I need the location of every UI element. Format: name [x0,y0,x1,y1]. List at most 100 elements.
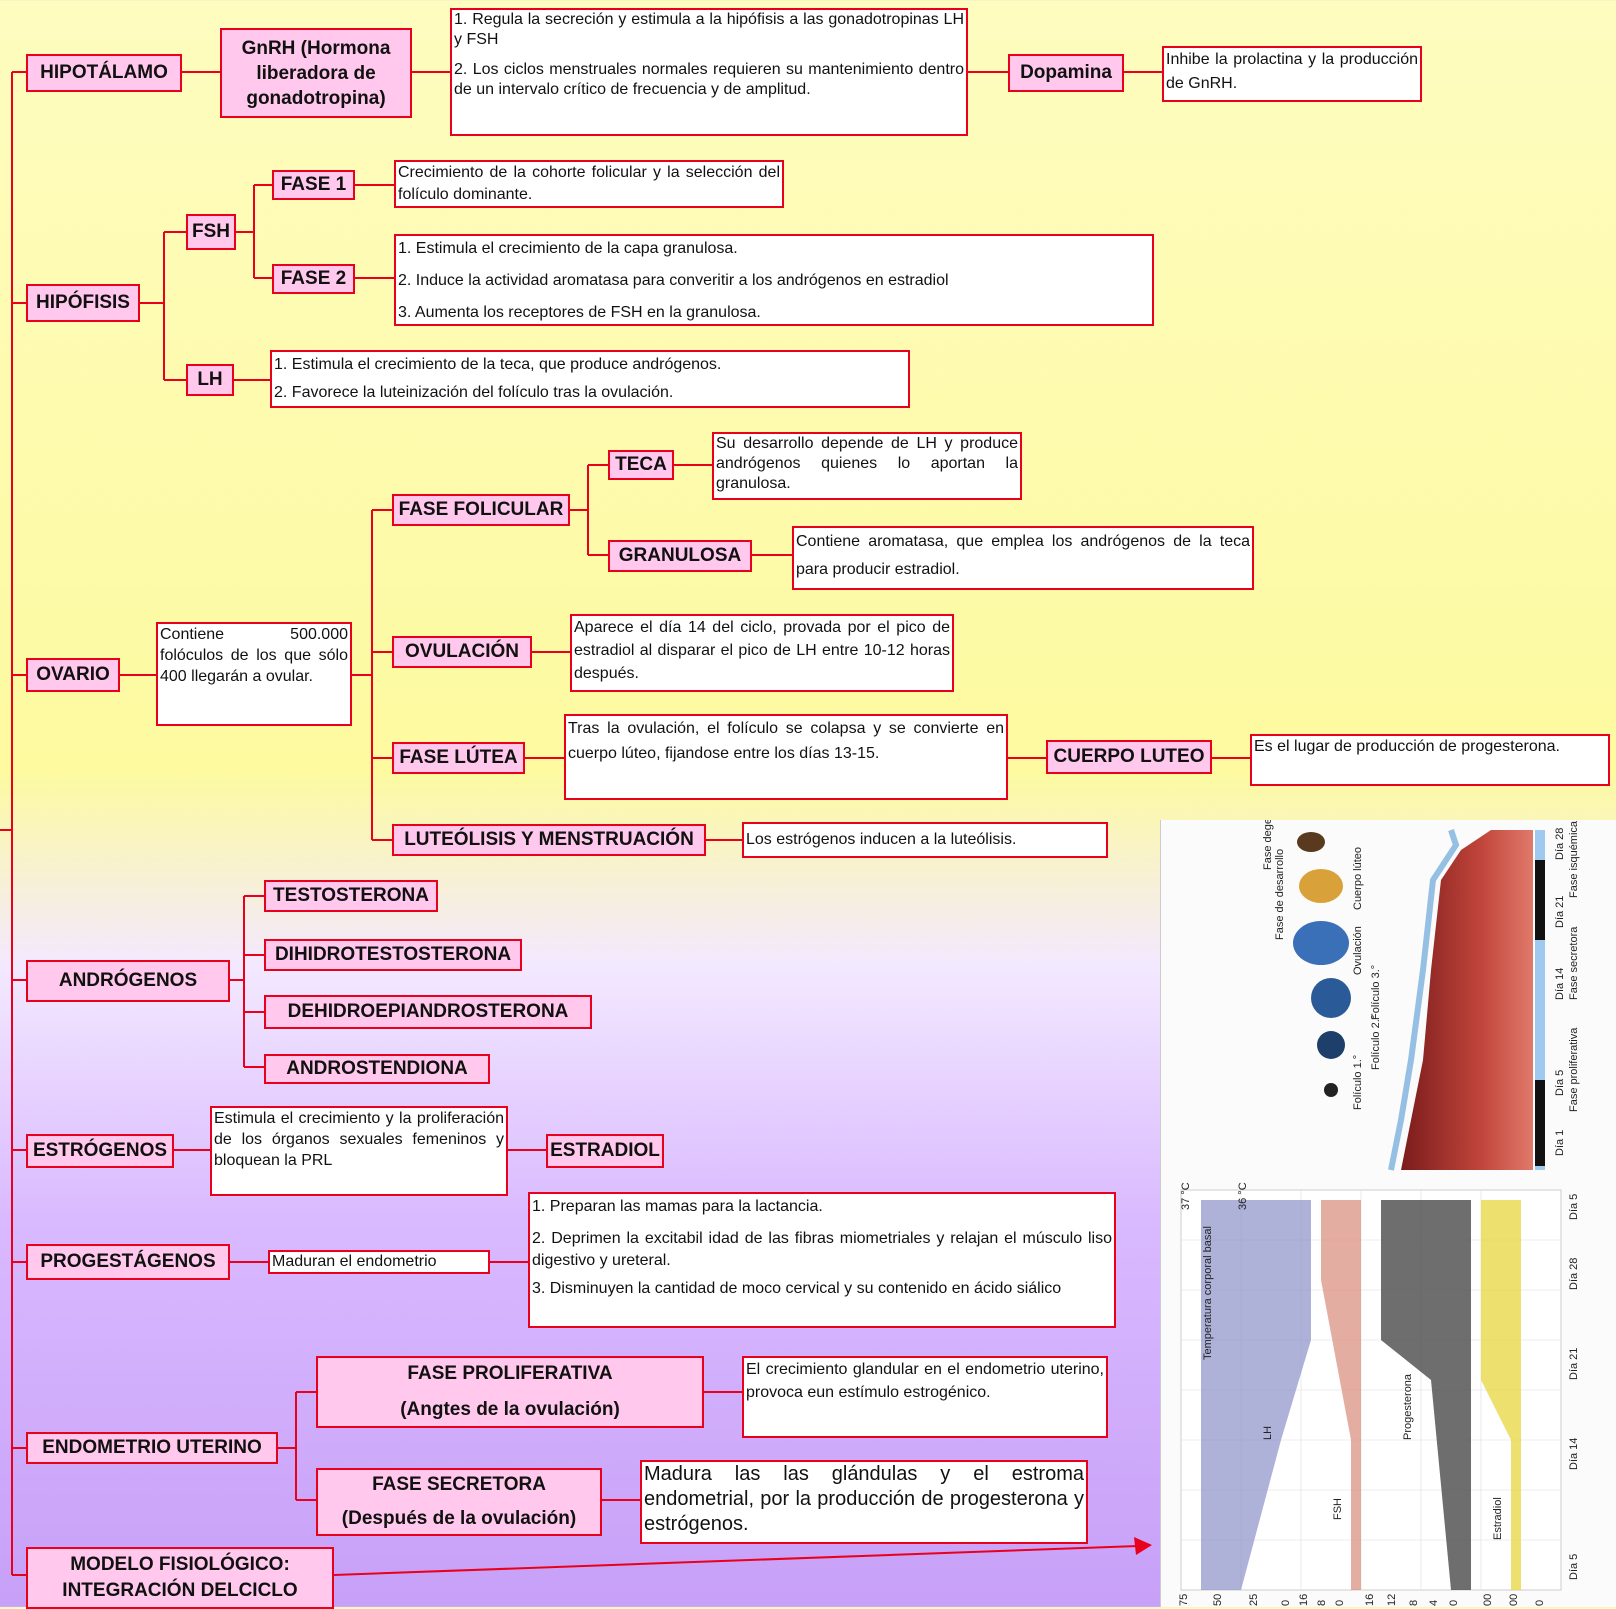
progestagenos-item-2: 2. Deprimen la excitabil idad de las fib… [532,1230,1112,1269]
dihidrotestosterona-label: DIHIDROTESTOSTERONA [274,944,512,965]
fig-tick-2: 50 [1212,1594,1224,1606]
hipofisis-label: HIPÓFISIS [36,292,130,313]
fase-secretora-title: FASE SECRETORA [372,1474,546,1495]
lh-label: LH [197,369,223,390]
fig-bottom-day-5b: Día 5 [1568,1194,1580,1220]
fase-folicular-node: FASE FOLICULAR [392,494,570,526]
estrogenos-label: ESTRÓGENOS [32,1140,168,1161]
luteolisis-text: Los estrógenos inducen a la luteólisis. [742,822,1108,858]
fig-day-1: Día 1 [1554,1130,1566,1156]
fig-label-follicle-1: Folículo 1.° [1352,1055,1364,1110]
teca-label: TECA [615,454,667,475]
fig-bottom-day-28: Día 28 [1568,1258,1580,1290]
progestagenos-node: PROGESTÁGENOS [26,1244,230,1280]
fig-bottom-day-21: Día 21 [1568,1348,1580,1380]
fig-tick-8: 16 [1364,1594,1376,1606]
fase-lutea-label: FASE LÚTEA [399,747,518,768]
fig-temp-37: 37 °C [1180,1182,1192,1210]
gnrh-text-2: 2. Los ciclos menstruales normales requi… [454,61,964,98]
fig-lh-label: LH [1262,1426,1274,1440]
fase2-item-1: 1. Estimula el crecimiento de la capa gr… [398,240,738,257]
estradiol-label: ESTRADIOL [550,1140,660,1161]
estrogenos-text: Estimula el crecimiento y la proliferaci… [210,1106,508,1196]
cuerpo-luteo-text: Es el lugar de producción de progesteron… [1250,734,1610,786]
teca-text-content: Su desarrollo depende de LH y produce an… [716,435,1018,492]
fig-phase-secretory: Fase secretora [1568,926,1580,1000]
menstrual-cycle-figure: Folículo 1.° Folículo 2.° Folículo 3.° O… [1160,820,1616,1607]
fig-tick-1: 75 [1178,1594,1190,1606]
cycle-bar-black-2 [1535,1080,1545,1166]
estrogenos-text-content: Estimula el crecimiento y la proliferaci… [214,1110,504,1169]
fsh-label: FSH [192,221,230,242]
fig-tick-10: 8 [1408,1600,1420,1606]
modelo-node: MODELO FISIOLÓGICO: INTEGRACIÓN DELCICLO [26,1547,334,1609]
ovario-desc-content: Contiene 500.000 folóculos de los que só… [160,626,348,685]
follicle-3-icon [1311,978,1351,1018]
fase2-label: FASE 2 [280,268,347,289]
granulosa-text-content: Contiene aromatasa, que emplea los andró… [796,533,1250,578]
gnrh-line-1: GnRH (Hormona [241,37,391,59]
gnrh-text: 1. Regula la secreción y estimula a la h… [450,8,968,136]
modelo-line-1: MODELO FISIOLÓGICO: [70,1554,290,1575]
degenerative-icon [1297,832,1325,852]
fase-proliferativa-text-content: El crecimiento glandular en el endometri… [746,1361,1104,1401]
progestagenos-item-1: 1. Preparan las mamas para la lactancia. [532,1198,823,1215]
fase-secretora-text-content: Madura las las glándulas y el estroma en… [644,1463,1084,1535]
luteolisis-text-content: Los estrógenos inducen a la luteólisis. [746,831,1017,848]
dehidroepiandrosterona-node: DEHIDROEPIANDROSTERONA [264,995,592,1029]
ovulacion-label: OVULACIÓN [405,641,519,662]
fig-bottom-day-14: Día 14 [1568,1438,1580,1470]
androgenos-node: ANDRÓGENOS [26,960,230,1002]
ovulacion-text-content: Aparece el día 14 del ciclo, provada por… [574,619,950,682]
fig-tick-3: 25 [1248,1594,1260,1606]
androstendiona-node: ANDROSTENDIONA [264,1054,490,1084]
gnrh-node: GnRH (Hormona liberadora de gonadotropin… [220,28,412,118]
cycle-bar-black-1 [1535,860,1545,940]
hipotalamo-node: HIPOTÁLAMO [26,54,182,92]
luteolisis-node: LUTEÓLISIS Y MENSTRUACIÓN [392,824,706,856]
granulosa-label: GRANULOSA [618,545,742,566]
progestagenos-text: Maduran el endometrio [268,1250,490,1274]
fase-proliferativa-node: FASE PROLIFERATIVA (Angtes de la ovulaci… [316,1356,704,1428]
dopamina-node: Dopamina [1008,54,1124,92]
fig-tick-4: 0 [1280,1600,1292,1606]
progestagenos-label: PROGESTÁGENOS [40,1251,216,1272]
endometrium-edge [1388,829,1460,1171]
cuerpo-luteo-label: CUERPO LUTEO [1053,746,1205,767]
dopamina-text-content: Inhibe la prolactina y la producción de … [1166,51,1418,92]
fase2-text: 1. Estimula el crecimiento de la capa gr… [394,234,1154,326]
cuerpo-luteo-text-content: Es el lugar de producción de progesteron… [1254,738,1560,755]
endometrio-node: ENDOMETRIO UTERINO [26,1432,278,1464]
ovario-node: OVARIO [26,658,120,692]
fase1-label: FASE 1 [280,174,347,195]
estradiol-curve [1481,1200,1521,1590]
fig-label-corpus-luteum: Cuerpo lúteo [1352,847,1364,910]
fig-tick-14: 00 [1508,1594,1520,1606]
granulosa-node: GRANULOSA [608,540,752,572]
fig-fsh-label: FSH [1332,1498,1344,1520]
fase-secretora-subtitle: (Después de la ovulación) [341,1508,577,1529]
fase2-node: FASE 2 [272,264,355,294]
dopamina-text: Inhibe la prolactina y la producción de … [1162,46,1422,102]
fig-tick-9: 12 [1386,1594,1398,1606]
fig-day-5: Día 5 [1554,1070,1566,1096]
cycle-bar-blue [1535,830,1545,1170]
teca-text: Su desarrollo depende de LH y produce an… [712,432,1022,500]
teca-node: TECA [608,450,674,480]
granulosa-text: Contiene aromatasa, que emplea los andró… [792,526,1254,590]
estradiol-node: ESTRADIOL [546,1134,664,1168]
ovulation-icon [1293,921,1349,965]
fase1-text-content: Crecimiento de la cohorte folicular y la… [398,164,780,203]
lh-text: 1. Estimula el crecimiento de la teca, q… [270,350,910,408]
testosterona-node: TESTOSTERONA [264,880,438,912]
fase1-node: FASE 1 [272,170,355,200]
fase1-text: Crecimiento de la cohorte folicular y la… [394,160,784,208]
lh-node: LH [186,364,234,396]
ovulacion-text: Aparece el día 14 del ciclo, provada por… [570,614,954,692]
progesterone-curve [1381,1200,1471,1590]
fsh-curve [1321,1200,1361,1590]
follicle-1-icon [1324,1083,1338,1097]
dihidrotestosterona-node: DIHIDROTESTOSTERONA [264,939,522,971]
fig-label-follicle-3: Folículo 3.° [1370,965,1382,1020]
